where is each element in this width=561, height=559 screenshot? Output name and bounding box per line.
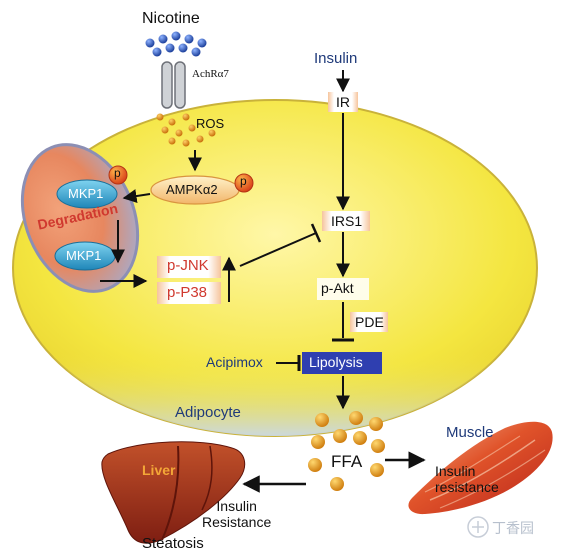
ir-box xyxy=(328,92,358,112)
ampk-phospho-icon xyxy=(234,173,254,193)
pjnk-label: p-JNK xyxy=(167,257,209,274)
acipimox-label: Acipimox xyxy=(206,354,263,370)
ampk-phospho-label: p xyxy=(240,174,247,188)
watermark-label: 丁香园 xyxy=(492,520,534,536)
ampk-label: AMPKα2 xyxy=(166,182,218,197)
mkp1-phospho-icon xyxy=(108,165,128,185)
watermark-logo-icon xyxy=(467,516,489,538)
pde-box xyxy=(350,312,388,332)
pp38-box xyxy=(157,282,221,304)
ffa-label: FFA xyxy=(331,452,363,471)
mkp1-bottom-label: MKP1 xyxy=(66,248,102,263)
irs1-box xyxy=(322,211,370,231)
adipocyte-cell-bottom-shade xyxy=(13,100,537,436)
achr-receptor-icon xyxy=(161,61,186,109)
inhibit-pjnk-to-irs1 xyxy=(239,232,317,267)
inhibit-bar-irs1 xyxy=(310,223,322,243)
muscle-icon xyxy=(408,421,553,515)
mkp1-phospho-label: p xyxy=(114,166,121,180)
insulin-label: Insulin xyxy=(314,50,358,67)
steatosis-label: Steatosis xyxy=(142,535,204,552)
adipocyte-label: Adipocyte xyxy=(175,404,241,421)
pakt-label: p-Akt xyxy=(321,280,354,296)
mkp1-top-label: MKP1 xyxy=(68,186,104,201)
achr-label: AchRα7 xyxy=(192,68,229,80)
muscle-outcome-label: Insulin resistance xyxy=(435,463,499,495)
ffa-droplets-icon xyxy=(308,411,385,491)
lipolysis-label: Lipolysis xyxy=(309,354,363,370)
pp38-label: p-P38 xyxy=(167,284,208,301)
liver-outcome-label: Insulin Resistance xyxy=(202,498,272,530)
ir-label: IR xyxy=(336,94,350,110)
pde-label: PDE xyxy=(355,314,384,330)
arrow-ampk-to-mkp1 xyxy=(122,189,151,204)
liver-label: Liver xyxy=(142,462,176,478)
ros-label: ROS xyxy=(196,116,225,131)
ros-molecules-icon xyxy=(156,113,216,147)
liver-icon xyxy=(101,441,246,544)
pakt-box xyxy=(317,278,369,300)
lipolysis-box xyxy=(302,352,382,374)
muscle-label: Muscle xyxy=(446,424,494,441)
nicotine-molecules-icon xyxy=(145,31,207,57)
pjnk-box xyxy=(157,256,221,278)
irs1-label: IRS1 xyxy=(331,213,363,229)
nicotine-label: Nicotine xyxy=(142,10,200,27)
mkp1-top-shape xyxy=(56,179,118,209)
